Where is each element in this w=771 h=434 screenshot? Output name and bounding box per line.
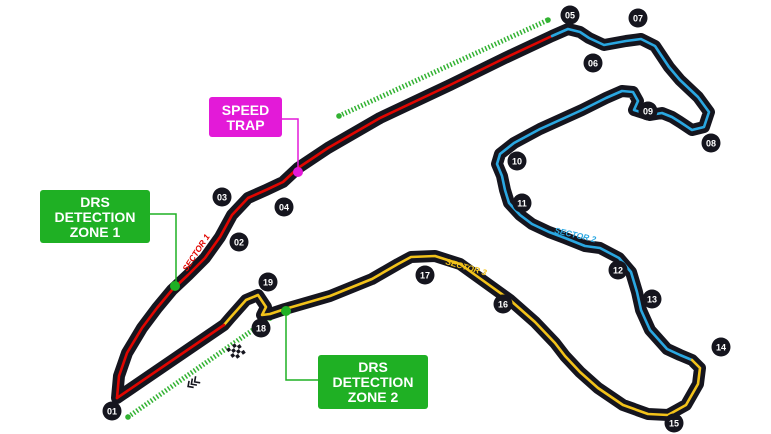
turn-marker-05: 05 [560,5,580,25]
drs-zone-start-finish [126,315,272,420]
turn-marker-12: 12 [608,260,628,280]
svg-text:03: 03 [217,193,227,203]
drs-zone-main-straight-start [336,113,342,119]
svg-text:11: 11 [517,199,527,209]
drs-detection-1-leader [150,213,177,285]
chequered-flag-icon [226,341,246,361]
svg-text:14: 14 [716,343,726,353]
speed-trap-box [209,97,282,137]
drs-zone-main-straight [337,17,550,119]
speed-trap-line-2: TRAP [226,117,264,133]
svg-text:13: 13 [647,295,657,305]
turn-marker-18: 18 [251,318,271,338]
turn-marker-01: 01 [102,401,122,421]
speed-trap-line-1: SPEED [222,102,269,118]
svg-text:17: 17 [420,271,430,281]
turn-marker-11: 11 [512,193,532,213]
svg-text:16: 16 [498,300,508,310]
svg-text:04: 04 [279,203,289,213]
drs-detection-2-dot [281,306,291,316]
sector-3-line [222,254,702,417]
speed-trap-leader [282,118,299,171]
turn-marker-08: 08 [701,133,721,153]
drs-detection-1-line-1: DRS [80,194,110,210]
turn-marker-07: 07 [628,8,648,28]
svg-text:12: 12 [613,266,623,276]
turn-marker-02: 02 [229,232,249,252]
turn-marker-09: 09 [638,101,658,121]
turn-marker-04: 04 [274,197,294,217]
svg-text:01: 01 [107,407,117,417]
sector-2-line [495,27,711,362]
drs-zone-start-finish-start [125,414,131,420]
svg-text:08: 08 [706,139,716,149]
turn-marker-15: 15 [664,413,684,433]
turn-marker-14: 14 [711,337,731,357]
svg-text:09: 09 [643,107,653,117]
drs-detection-1-box [40,190,150,243]
drs-detection-2-line-3: ZONE 2 [348,389,399,405]
drs-detection-2-leader [285,312,318,381]
direction-chevrons-icon [187,376,201,389]
turn-marker-03: 03 [212,187,232,207]
svg-text:18: 18 [256,324,266,334]
drs-detection-1-line-2: DETECTION [55,209,136,225]
turn-marker-19: 19 [258,272,278,292]
svg-text:05: 05 [565,11,575,21]
turn-marker-13: 13 [642,289,662,309]
turn-marker-06: 06 [583,53,603,73]
svg-text:06: 06 [588,59,598,69]
svg-text:19: 19 [263,278,273,288]
turn-marker-10: 10 [507,151,527,171]
drs-zone-main-straight-end [545,17,551,23]
turn-marker-17: 17 [415,265,435,285]
drs-detection-1-dot [170,281,180,291]
turn-markers: 01 02 03 04 05 06 07 08 09 10 11 12 13 1… [102,5,731,433]
svg-text:15: 15 [669,419,679,429]
turn-marker-16: 16 [493,294,513,314]
svg-text:02: 02 [234,238,244,248]
speed-trap-marker: SPEED TRAP [209,97,303,177]
drs-detection-2-box [318,355,428,409]
drs-detection-2-line-2: DETECTION [333,374,414,390]
drs-detection-zone-1: DRS DETECTION ZONE 1 [40,190,180,291]
drs-detection-zone-2: DRS DETECTION ZONE 2 [281,306,428,409]
drs-detection-1-line-3: ZONE 1 [70,224,121,240]
svg-text:10: 10 [512,157,522,167]
drs-detection-2-line-1: DRS [358,359,388,375]
sector-1-line [115,34,554,400]
svg-text:07: 07 [633,14,643,24]
speed-trap-dot [293,167,303,177]
start-straight-sector1 [115,323,226,400]
